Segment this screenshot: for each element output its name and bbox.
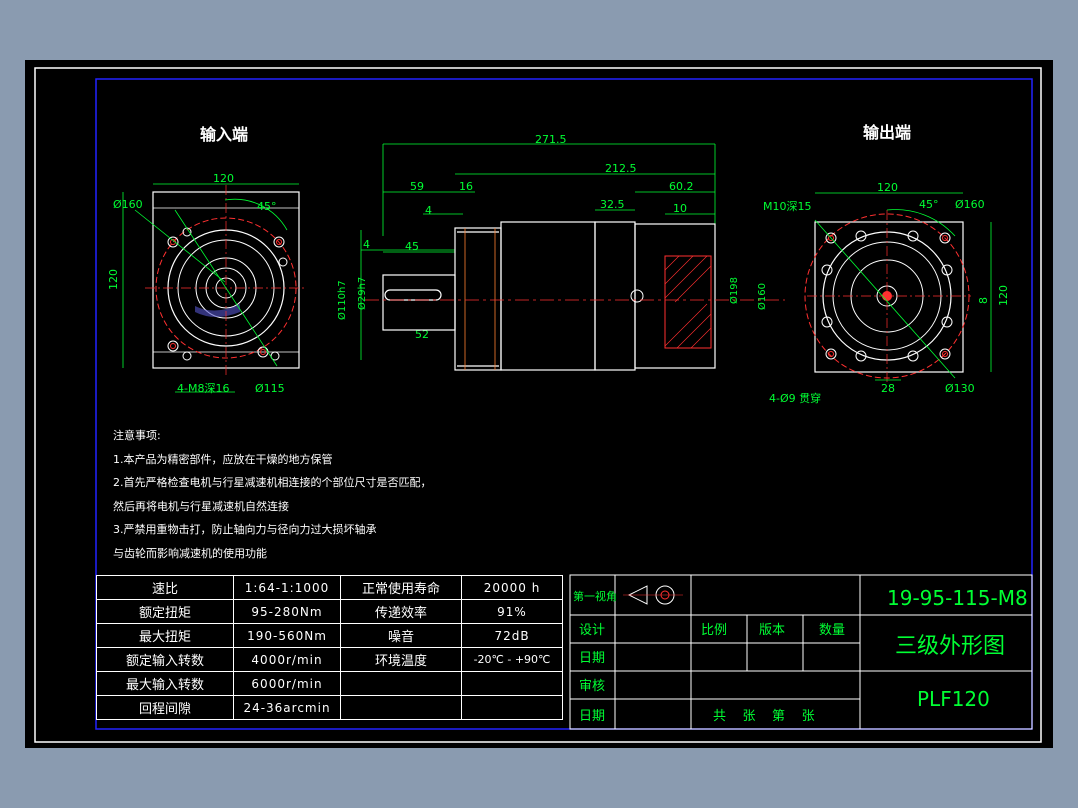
side-dim-271: 271.5 bbox=[535, 133, 567, 146]
spec-value bbox=[461, 695, 563, 720]
input-dim-120-top: 120 bbox=[213, 172, 234, 185]
inner-frame bbox=[95, 78, 1033, 730]
output-dim-130: Ø130 bbox=[945, 382, 975, 395]
side-dim-45: 45 bbox=[405, 240, 419, 253]
review-label: 审核 bbox=[579, 679, 605, 694]
output-dim-holes: 4-Ø9 贯穿 bbox=[769, 391, 821, 405]
side-view: 271.5 212.5 59 16 32.5 60.2 4 10 4 45 52… bbox=[336, 133, 785, 371]
output-dim-8: 8 bbox=[977, 297, 990, 304]
spec-value: 91% bbox=[461, 599, 563, 624]
spec-label: 正常使用寿命 bbox=[340, 575, 462, 600]
output-dim-m10: M10深15 bbox=[763, 200, 812, 213]
side-dim-198: Ø198 bbox=[728, 277, 740, 304]
spec-value: 95-280Nm bbox=[233, 599, 341, 624]
design-label: 设计 bbox=[579, 623, 605, 638]
drawing-number: 19-95-115-M8 bbox=[887, 586, 1028, 610]
model-name: PLF120 bbox=[917, 687, 990, 711]
table-row: 回程间隙 24-36arcmin bbox=[96, 695, 563, 720]
title-block bbox=[569, 574, 1033, 730]
cad-viewport[interactable]: 输入端 120 120 Ø160 45° bbox=[25, 60, 1053, 748]
spec-label bbox=[340, 671, 462, 696]
spec-label bbox=[340, 695, 462, 720]
drawing-name: 三级外形图 bbox=[895, 634, 1005, 659]
date-label-2: 日期 bbox=[579, 709, 605, 724]
side-dim-4a: 4 bbox=[425, 204, 432, 217]
spec-label: 额定扭矩 bbox=[96, 599, 234, 624]
note-3: 然后再将电机与行星减速机自然连接 bbox=[113, 499, 289, 513]
spec-label: 额定输入转数 bbox=[96, 647, 234, 672]
spec-value: -20℃ - +90℃ bbox=[461, 647, 563, 672]
input-dim-115: Ø115 bbox=[255, 382, 285, 395]
input-dim-160: Ø160 bbox=[113, 198, 143, 211]
note-4: 3.严禁用重物击打，防止轴向力与径向力过大损坏轴承 bbox=[113, 523, 377, 536]
spec-value: 24-36arcmin bbox=[233, 695, 341, 720]
spec-value: 4000r/min bbox=[233, 647, 341, 672]
date-label-1: 日期 bbox=[579, 651, 605, 666]
output-end-view: 输出端 120 120 M10深15 45° Ø160 8 28 bbox=[763, 123, 1010, 405]
side-dim-16: 16 bbox=[459, 180, 473, 193]
output-dim-45: 45° bbox=[919, 198, 939, 211]
output-dim-160: Ø160 bbox=[955, 198, 985, 211]
technical-notes: 注意事项: 1.本产品为精密部件，应放在干燥的地方保管 2.首先严格检查电机与行… bbox=[113, 424, 432, 565]
side-dim-160: Ø160 bbox=[756, 283, 768, 310]
side-dim-212: 212.5 bbox=[605, 162, 637, 175]
spec-table: 速比 1:64-1:1000 正常使用寿命 20000 h 额定扭矩 95-28… bbox=[96, 575, 563, 720]
scale-label: 比例 bbox=[701, 623, 727, 638]
side-dim-59: 59 bbox=[410, 180, 424, 193]
spec-label: 环境温度 bbox=[340, 647, 462, 672]
note-1: 1.本产品为精密部件，应放在干燥的地方保管 bbox=[113, 452, 333, 466]
title-block-text: 第一视角 设计 日期 审核 日期 比例 版本 数量 共 张 第 张 19-95-… bbox=[573, 586, 1028, 724]
table-row: 额定输入转数 4000r/min 环境温度 -20℃ - +90℃ bbox=[96, 647, 563, 672]
cad-drawing: 输入端 120 120 Ø160 45° bbox=[34, 67, 1042, 743]
side-dim-32: 32.5 bbox=[600, 198, 625, 211]
input-dim-45: 45° bbox=[257, 200, 277, 213]
side-dim-60: 60.2 bbox=[669, 180, 694, 193]
notes-title: 注意事项: bbox=[113, 429, 161, 442]
table-row: 最大输入转数 6000r/min bbox=[96, 671, 563, 696]
input-end-view: 输入端 120 120 Ø160 45° bbox=[107, 125, 307, 395]
table-row: 最大扭矩 190-560Nm 噪音 72dB bbox=[96, 623, 563, 648]
table-row: 速比 1:64-1:1000 正常使用寿命 20000 h bbox=[96, 575, 563, 600]
spec-label: 最大扭矩 bbox=[96, 623, 234, 648]
outer-frame bbox=[34, 67, 1042, 743]
spec-value: 20000 h bbox=[461, 575, 563, 600]
side-dim-52: 52 bbox=[415, 328, 429, 341]
input-view-title: 输入端 bbox=[200, 125, 248, 144]
side-dim-10: 10 bbox=[673, 202, 687, 215]
side-dim-4b: 4 bbox=[363, 238, 370, 251]
spec-label: 传递效率 bbox=[340, 599, 462, 624]
spec-label: 最大输入转数 bbox=[96, 671, 234, 696]
quantity-label: 数量 bbox=[819, 623, 845, 638]
note-5: 与齿轮而影响减速机的使用功能 bbox=[113, 546, 267, 560]
spec-value bbox=[461, 671, 563, 696]
projection-label: 第一视角 bbox=[573, 589, 617, 603]
note-2: 2.首先严格检查电机与行星减速机相连接的个部位尺寸是否匹配， bbox=[113, 476, 432, 489]
output-dim-120-side: 120 bbox=[997, 285, 1010, 306]
side-dim-110: Ø110h7 bbox=[336, 280, 348, 320]
spec-value: 6000r/min bbox=[233, 671, 341, 696]
sheets-label: 共 张 第 张 bbox=[713, 709, 815, 724]
spec-value: 190-560Nm bbox=[233, 623, 341, 648]
table-row: 额定扭矩 95-280Nm 传递效率 91% bbox=[96, 599, 563, 624]
input-dim-m8: 4-M8深16 bbox=[177, 382, 229, 395]
output-view-title: 输出端 bbox=[863, 123, 911, 142]
spec-value: 72dB bbox=[461, 623, 563, 648]
spec-label: 噪音 bbox=[340, 623, 462, 648]
output-dim-120-top: 120 bbox=[877, 181, 898, 194]
version-label: 版本 bbox=[759, 623, 785, 638]
output-dim-28: 28 bbox=[881, 382, 895, 395]
side-dim-29: Ø29h7 bbox=[356, 277, 368, 310]
spec-label: 回程间隙 bbox=[96, 695, 234, 720]
input-dim-120-side: 120 bbox=[107, 269, 120, 290]
spec-value: 1:64-1:1000 bbox=[233, 575, 341, 600]
spec-label: 速比 bbox=[96, 575, 234, 600]
